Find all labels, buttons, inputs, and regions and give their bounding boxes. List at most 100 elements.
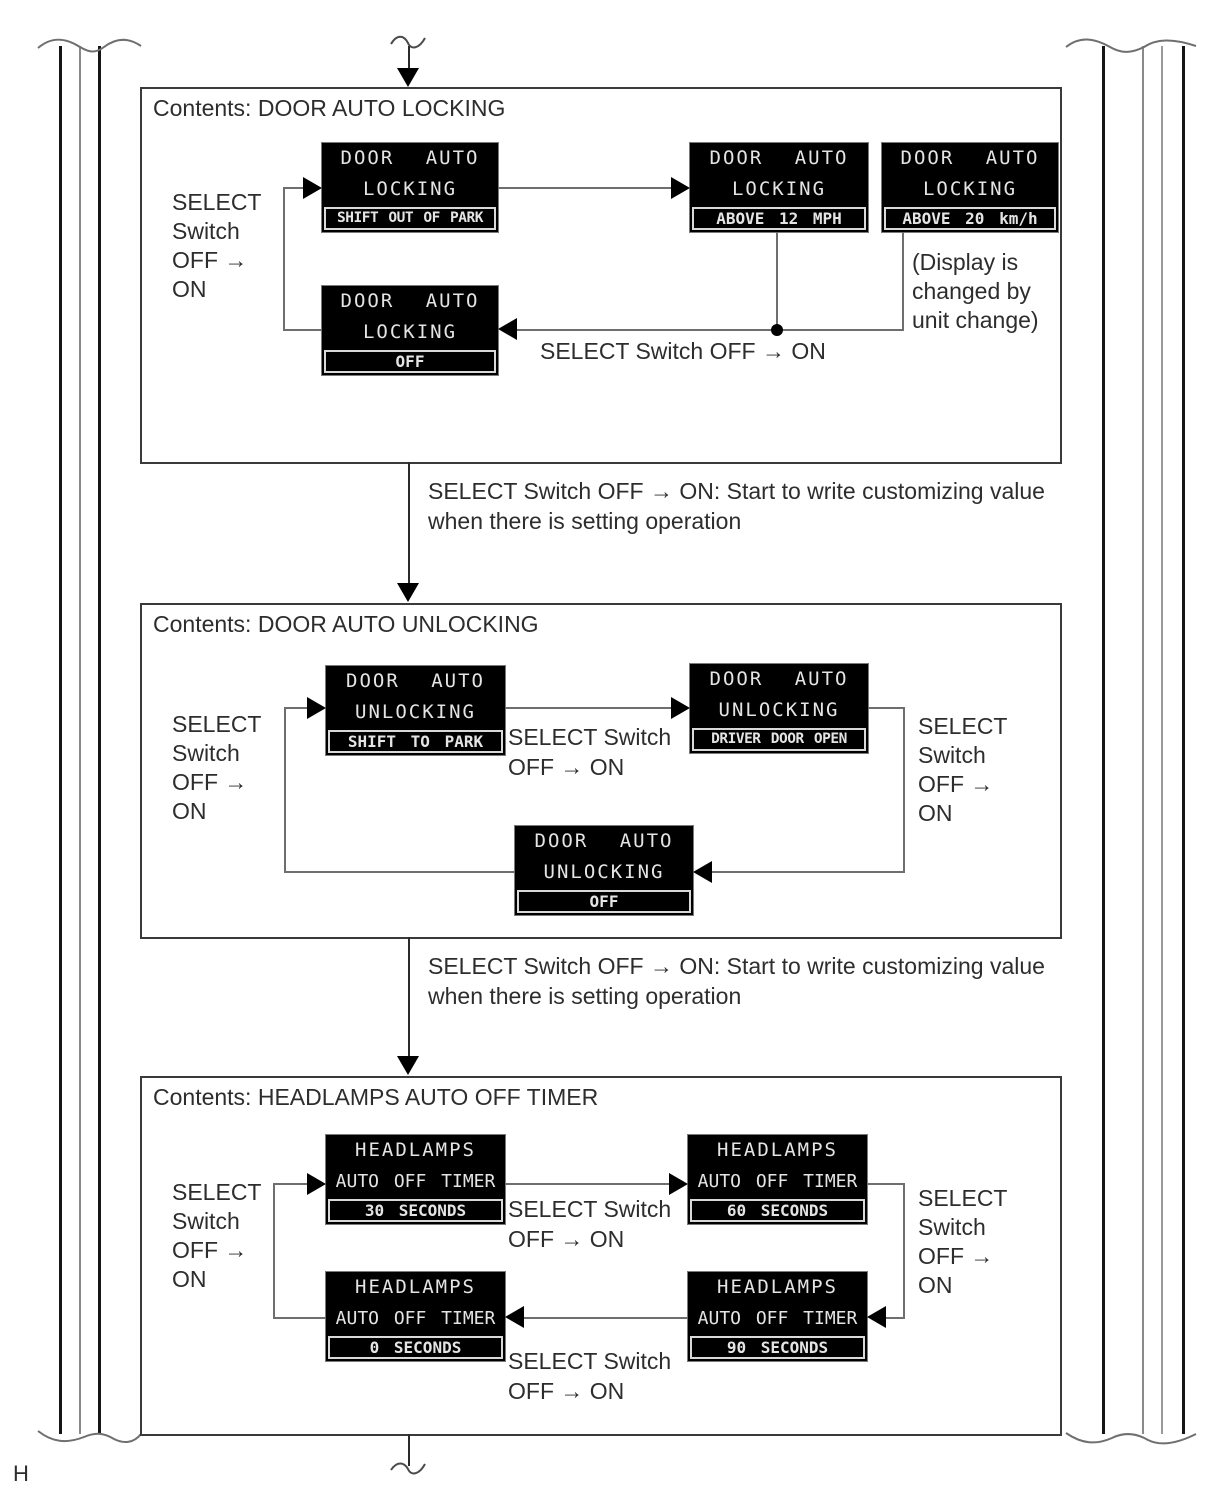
- section-box-door-auto-locking: [140, 87, 1062, 464]
- flow-line: [517, 329, 904, 331]
- connector-line: [408, 937, 410, 1056]
- flow-line: [273, 1183, 308, 1185]
- display-value: 90 SECONDS: [690, 1336, 865, 1359]
- display-name-line: DOOR AUTO: [340, 290, 480, 312]
- flow-line: [284, 871, 515, 873]
- display-name-line: UNLOCKING: [718, 699, 840, 721]
- display-value: 60 SECONDS: [690, 1199, 865, 1222]
- tear-line: [1142, 46, 1144, 1434]
- flow-line: [505, 1183, 670, 1185]
- flow-line: [524, 1317, 688, 1319]
- lcd-display-30-seconds: HEADLAMPS AUTO OFF TIMER 30 SECONDS: [326, 1135, 505, 1224]
- flow-rail: [283, 188, 285, 331]
- section-box-door-auto-unlocking: [140, 603, 1062, 939]
- flow-line: [283, 329, 322, 331]
- display-name-line: DOOR AUTO: [709, 147, 849, 169]
- flow-line: [903, 707, 905, 873]
- arrow-right-icon: [669, 1173, 688, 1195]
- select-switch-label-left: SELECT Switch OFF → ON: [172, 1179, 262, 1292]
- select-switch-label-left: SELECT Switch OFF → ON: [172, 189, 262, 302]
- display-value: ABOVE 12 MPH: [692, 207, 866, 230]
- tear-line: [1182, 46, 1185, 1434]
- display-name-line: LOCKING: [922, 178, 1018, 200]
- display-value: OFF: [324, 350, 496, 373]
- arrow-left-icon: [867, 1306, 886, 1328]
- lcd-display-locking-off: DOOR AUTO LOCKING OFF: [322, 286, 498, 375]
- arrow-left-icon: [498, 318, 517, 340]
- display-name-line: DOOR AUTO: [900, 147, 1040, 169]
- arrow-right-icon: [303, 177, 322, 199]
- flow-line: [867, 1183, 905, 1185]
- arrow-left-icon: [505, 1306, 524, 1328]
- tear-wave-bottom-right: [1065, 1432, 1197, 1445]
- flow-line: [498, 187, 672, 189]
- flow-line: [902, 232, 904, 331]
- display-name-line: UNLOCKING: [355, 701, 476, 723]
- display-value: 0 SECONDS: [328, 1336, 503, 1359]
- display-value: 30 SECONDS: [328, 1199, 503, 1222]
- tear-wave-bottom-left: [37, 1430, 142, 1443]
- display-value: SHIFT TO PARK: [328, 730, 503, 753]
- display-name-line: AUTO OFF TIMER: [697, 1308, 858, 1329]
- flow-line: [505, 707, 672, 709]
- select-switch-label-inline: SELECT Switch OFF → ON: [540, 338, 826, 364]
- section-title: Contents: HEADLAMPS AUTO OFF TIMER: [153, 1084, 599, 1110]
- select-switch-label-mid-bottom: SELECT Switch OFF → ON: [508, 1348, 672, 1404]
- connector-line: [408, 462, 410, 583]
- connector-top-line: [408, 46, 410, 69]
- display-value: DRIVER DOOR OPEN: [692, 728, 866, 751]
- display-name-line: HEADLAMPS: [717, 1139, 838, 1161]
- flow-line: [273, 1317, 326, 1319]
- display-name-line: LOCKING: [731, 178, 827, 200]
- select-switch-label-mid-top: SELECT Switch OFF → ON: [508, 1196, 672, 1252]
- connector-bottom-line: [408, 1434, 410, 1466]
- display-name-line: LOCKING: [362, 321, 458, 343]
- select-switch-label-right: SELECT Switch OFF → ON: [918, 1185, 1008, 1298]
- footer-letter: H: [13, 1461, 29, 1486]
- section-title: Contents: DOOR AUTO LOCKING: [153, 95, 506, 121]
- arrow-down-icon: [397, 1056, 419, 1075]
- flow-rail: [284, 707, 286, 873]
- arrow-down-icon: [397, 583, 419, 602]
- display-name-line: AUTO OFF TIMER: [335, 1171, 496, 1192]
- select-switch-label-left: SELECT Switch OFF → ON: [172, 711, 262, 824]
- arrow-down-icon: [397, 68, 419, 87]
- display-value: ABOVE 20 km/h: [884, 207, 1056, 230]
- display-name-line: HEADLAMPS: [717, 1276, 838, 1298]
- lcd-display-shift-to-park: DOOR AUTO UNLOCKING SHIFT TO PARK: [326, 666, 505, 755]
- lcd-display-90-seconds: HEADLAMPS AUTO OFF TIMER 90 SECONDS: [688, 1272, 867, 1361]
- lcd-display-above-20-kmh: DOOR AUTO LOCKING ABOVE 20 km/h: [882, 143, 1058, 232]
- section-box-headlamps-auto-off-timer: [140, 1076, 1062, 1436]
- flow-line: [868, 707, 905, 709]
- flow-rail: [273, 1184, 275, 1319]
- display-name-line: DOOR AUTO: [340, 147, 480, 169]
- flow-line: [886, 1317, 905, 1319]
- select-switch-label-mid: SELECT Switch OFF → ON: [508, 724, 672, 780]
- display-value: OFF: [517, 890, 691, 913]
- display-value: SHIFT OUT OF PARK: [324, 207, 496, 230]
- flow-line: [712, 871, 905, 873]
- lcd-display-shift-out-of-park: DOOR AUTO LOCKING SHIFT OUT OF PARK: [322, 143, 498, 232]
- flow-line: [284, 707, 308, 709]
- display-name-line: DOOR AUTO: [534, 830, 674, 852]
- tear-line: [98, 46, 101, 1434]
- display-name-line: LOCKING: [362, 178, 458, 200]
- display-name-line: DOOR AUTO: [346, 670, 485, 692]
- display-name-line: AUTO OFF TIMER: [335, 1308, 496, 1329]
- tear-line: [59, 46, 62, 1434]
- lcd-display-60-seconds: HEADLAMPS AUTO OFF TIMER 60 SECONDS: [688, 1135, 867, 1224]
- section-title: Contents: DOOR AUTO UNLOCKING: [153, 611, 539, 637]
- junction-dot: [771, 324, 783, 336]
- select-switch-label-right: SELECT Switch OFF → ON: [918, 713, 1008, 826]
- start-write-note: SELECT Switch OFF → ON: Start to write c…: [428, 953, 1045, 1009]
- lcd-display-driver-door-open: DOOR AUTO UNLOCKING DRIVER DOOR OPEN: [690, 664, 868, 753]
- lcd-display-unlocking-off: DOOR AUTO UNLOCKING OFF: [515, 826, 693, 915]
- arrow-right-icon: [671, 697, 690, 719]
- start-write-note: SELECT Switch OFF → ON: Start to write c…: [428, 478, 1045, 534]
- display-name-line: DOOR AUTO: [709, 668, 849, 690]
- lcd-display-above-12-mph: DOOR AUTO LOCKING ABOVE 12 MPH: [690, 143, 868, 232]
- flow-line: [776, 232, 778, 330]
- tear-line: [79, 46, 81, 1434]
- arrow-right-icon: [671, 177, 690, 199]
- display-name-line: AUTO OFF TIMER: [697, 1171, 858, 1192]
